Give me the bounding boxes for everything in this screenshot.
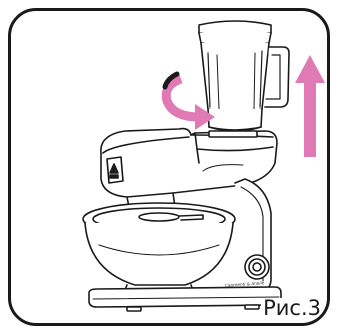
mixing-bowl <box>83 203 235 295</box>
blender-jug <box>199 21 289 131</box>
figure-label: Рис.3 <box>261 298 323 319</box>
figure-frame: Caprnenti & Anelie Рис.3 <box>8 8 330 326</box>
up-arrow-icon <box>295 55 325 157</box>
stand-mixer-illustration: Caprnenti & Anelie <box>11 11 330 326</box>
mixer-base <box>89 287 281 311</box>
